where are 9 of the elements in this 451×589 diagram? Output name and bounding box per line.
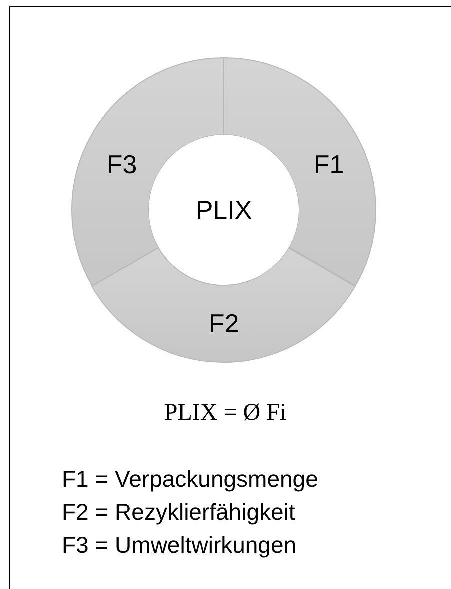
center-label: PLIX — [196, 194, 252, 226]
donut-segment — [92, 248, 356, 362]
definition-text: F2 = Rezyklierfähigkeit — [62, 499, 296, 526]
segment-label: F3 — [106, 150, 138, 180]
formula: PLIX = Ø Fi — [163, 400, 288, 427]
definition-text: F1 = Verpackungsmenge — [62, 466, 318, 493]
segment-label: F2 — [208, 308, 240, 340]
definition-text: F3 = Umweltwirkungen — [62, 532, 297, 559]
segment-label: F1 — [314, 150, 344, 180]
